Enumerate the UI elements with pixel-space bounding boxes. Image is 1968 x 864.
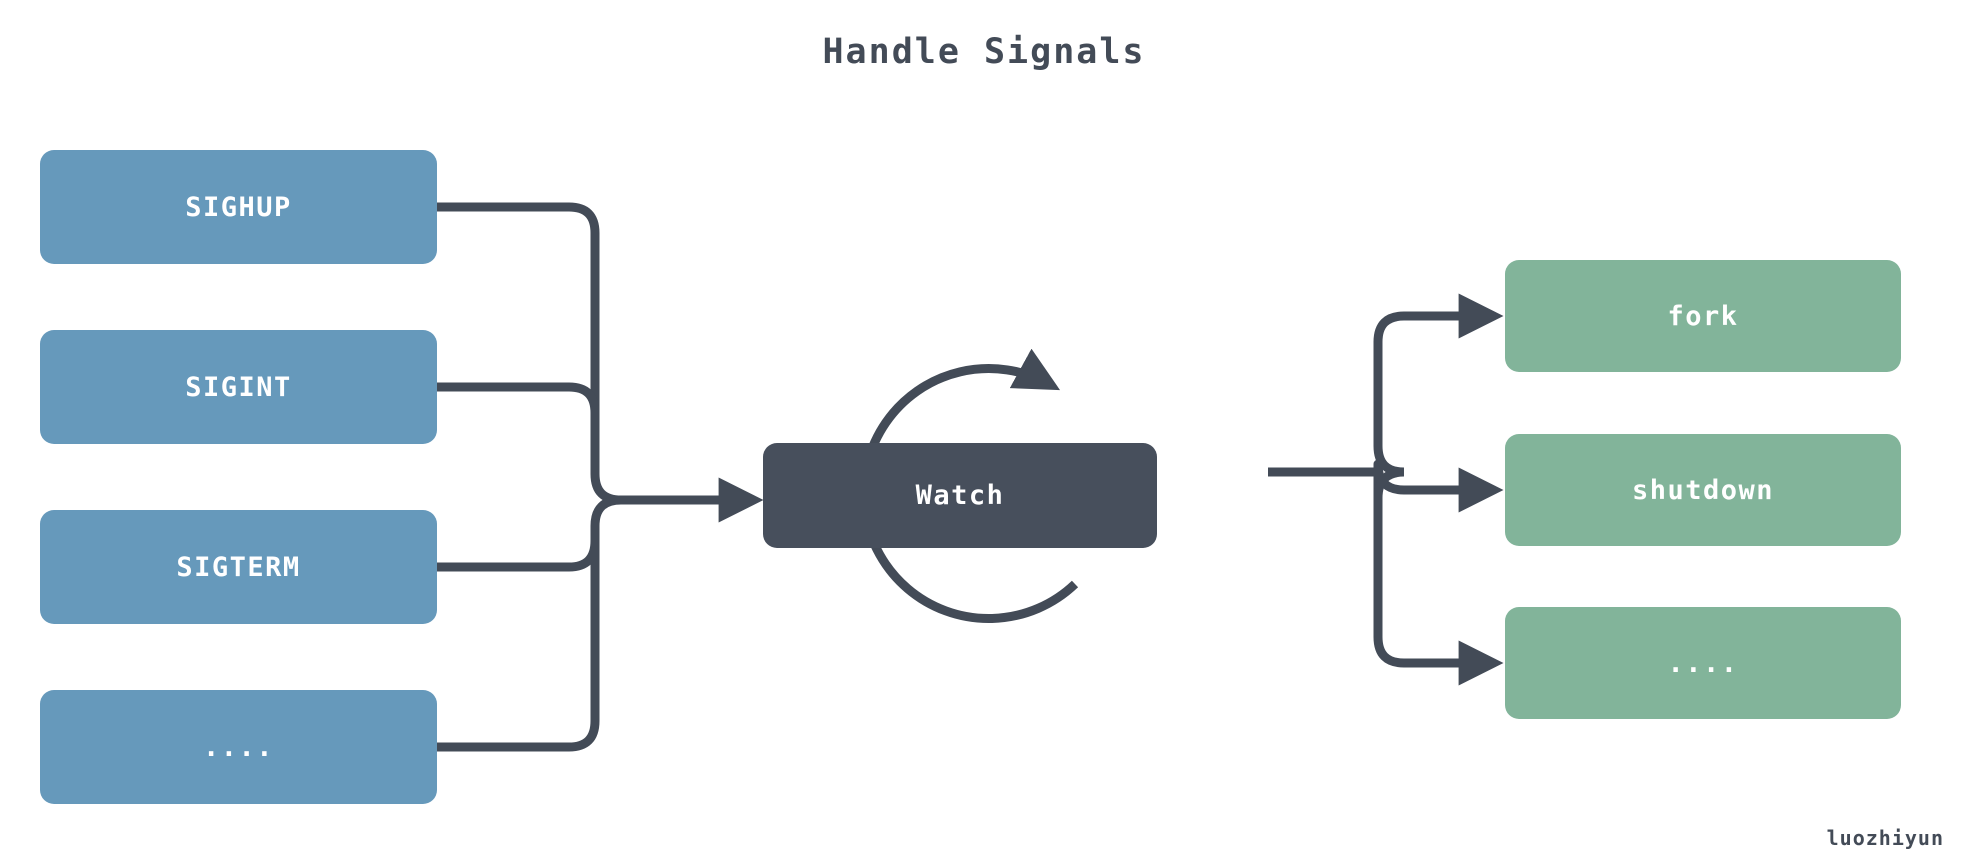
edge-signal-0-to-bus [437,202,600,474]
action-box-2[interactable] [1505,607,1901,719]
page-title: Handle Signals [822,32,1146,72]
author-watermark: luozhiyun [1826,826,1944,850]
edge-signal-3-to-bus [437,526,600,752]
right-bus-fillet-lower [1373,467,1405,499]
edge-signal-2-to-bus [437,526,600,572]
action-box-1[interactable] [1505,434,1901,546]
edge-signal-1-to-bus [437,382,600,474]
signal-box-3[interactable] [40,690,437,804]
signal-box-1[interactable] [40,330,437,444]
connector-edges [437,202,1504,752]
edge-bus-to-watch-lower [590,495,622,527]
signal-box-2[interactable] [40,510,437,624]
edge-bus-to-action-2 [1373,498,1504,686]
node-shapes [40,150,1901,804]
edge-bus-to-action-0 [1373,293,1504,446]
watch-box[interactable] [763,443,1157,548]
action-box-0[interactable] [1505,260,1901,372]
signal-box-0[interactable] [40,150,437,264]
